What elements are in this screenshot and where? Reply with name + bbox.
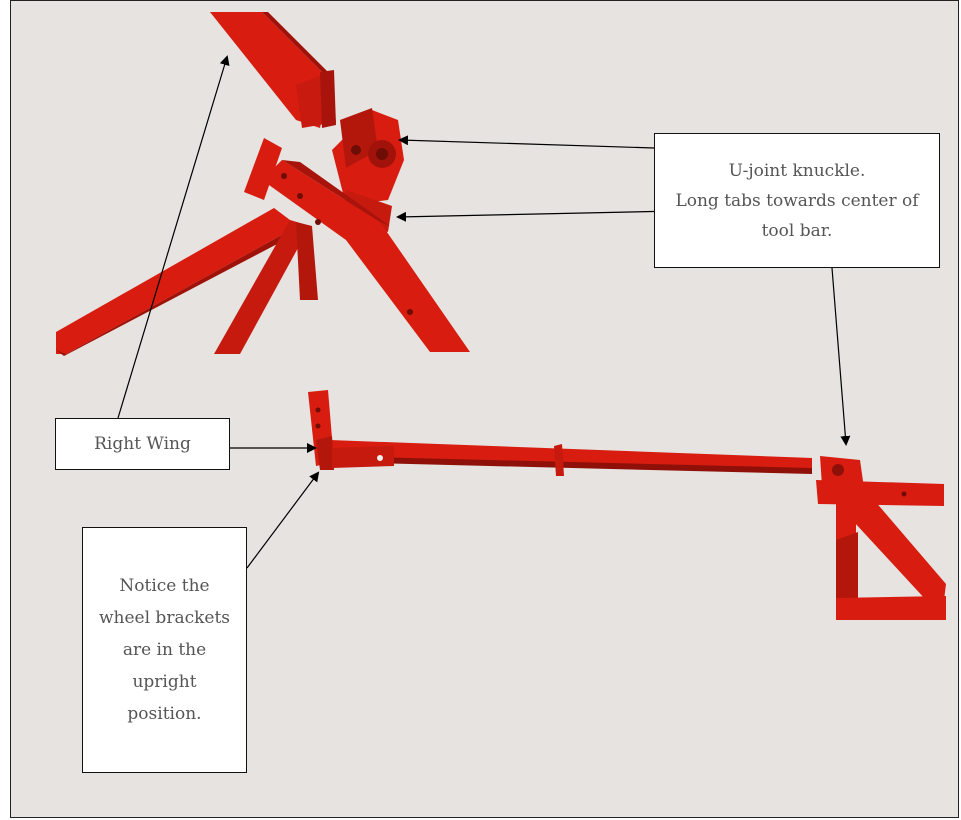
wing-frame-detail	[56, 138, 470, 356]
right-wing-callout: Right Wing	[55, 418, 230, 470]
u-joint-callout-text: U-joint knuckle. Long tabs towards cente…	[665, 156, 929, 246]
wing-arm-segment	[210, 12, 336, 128]
center-section	[816, 456, 946, 620]
u-joint-callout: U-joint knuckle. Long tabs towards cente…	[654, 133, 940, 268]
wheel-brackets-callout-text: Notice the wheel brackets are in the upr…	[97, 570, 232, 730]
tool-bar	[308, 390, 812, 476]
wheel-brackets-callout: Notice the wheel brackets are in the upr…	[82, 527, 247, 773]
right-wing-callout-text: Right Wing	[94, 429, 191, 459]
